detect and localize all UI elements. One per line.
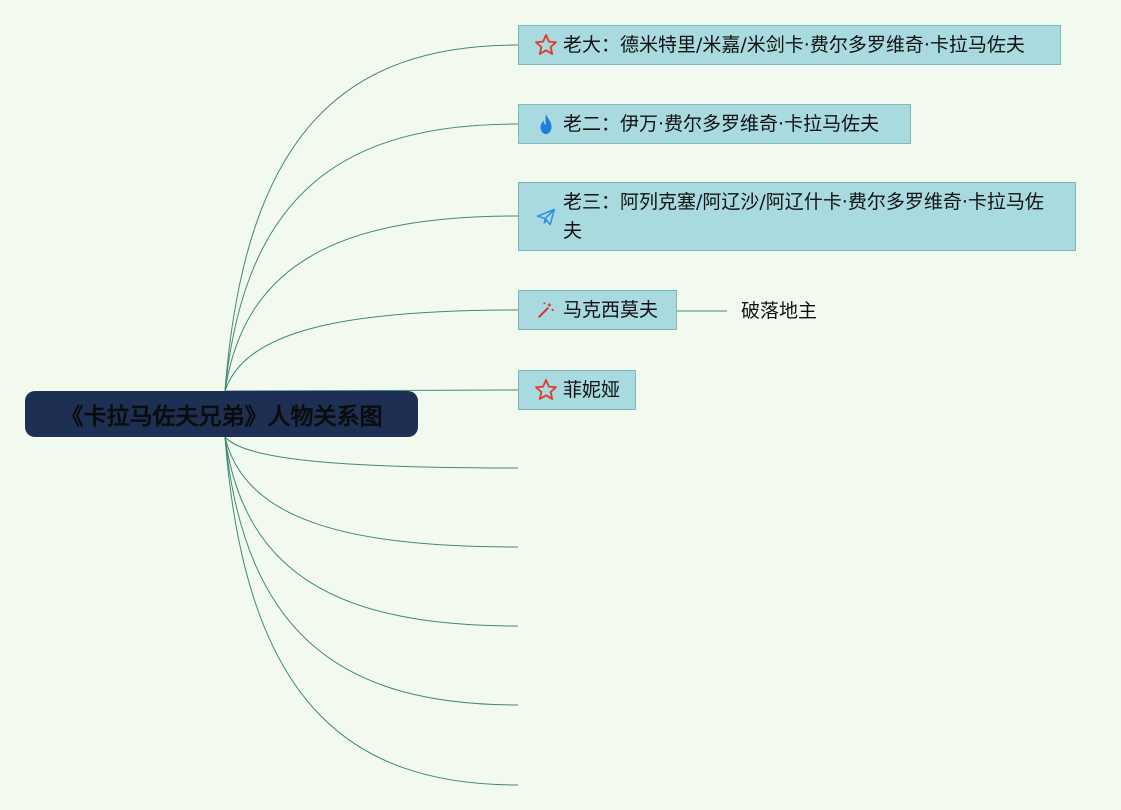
star-icon — [533, 32, 559, 58]
fire-icon — [533, 111, 559, 137]
connector-line-0 — [224, 44, 519, 392]
magic-wand-icon — [533, 297, 559, 323]
connector-line-4 — [224, 389, 519, 392]
connector-line-2 — [224, 215, 519, 392]
subtopic-impoverished-landowner[interactable]: 破落地主 — [741, 300, 818, 322]
star-icon — [533, 377, 559, 403]
topic-maximov[interactable]: 马克西莫夫 — [518, 290, 677, 330]
topic-label: 老三：阿列克塞/阿辽沙/阿辽什卡·费尔多罗维奇·卡拉马佐夫 — [563, 190, 1044, 242]
topic-label: 老大：德米特里/米嘉/米剑卡·费尔多罗维奇·卡拉马佐夫 — [563, 33, 1025, 56]
topic-eldest-brother[interactable]: 老大：德米特里/米嘉/米剑卡·费尔多罗维奇·卡拉马佐夫 — [518, 25, 1061, 65]
topic-second-brother[interactable]: 老二：伊万·费尔多罗维奇·卡拉马佐夫 — [518, 104, 911, 144]
connector-line-8 — [224, 436, 519, 706]
topic-label: 马克西莫夫 — [563, 298, 659, 321]
connector-line-5 — [224, 436, 519, 469]
topic-fenya[interactable]: 菲妮娅 — [518, 370, 636, 410]
connector-line-3 — [224, 309, 519, 392]
connector-line-1 — [224, 123, 519, 392]
topic-label: 菲妮娅 — [563, 378, 621, 401]
connector-line-9 — [224, 436, 519, 786]
root-title: 《卡拉马佐夫兄弟》人物关系图 — [60, 404, 383, 430]
topic-third-brother[interactable]: 老三：阿列克塞/阿辽沙/阿辽什卡·费尔多罗维奇·卡拉马佐夫 — [518, 182, 1076, 251]
topic-label: 老二：伊万·费尔多罗维奇·卡拉马佐夫 — [563, 112, 880, 135]
paper-plane-icon — [533, 204, 559, 230]
connector-line-6 — [224, 436, 519, 548]
root-topic[interactable]: 《卡拉马佐夫兄弟》人物关系图 — [25, 391, 418, 437]
connector-line-7 — [224, 436, 519, 627]
